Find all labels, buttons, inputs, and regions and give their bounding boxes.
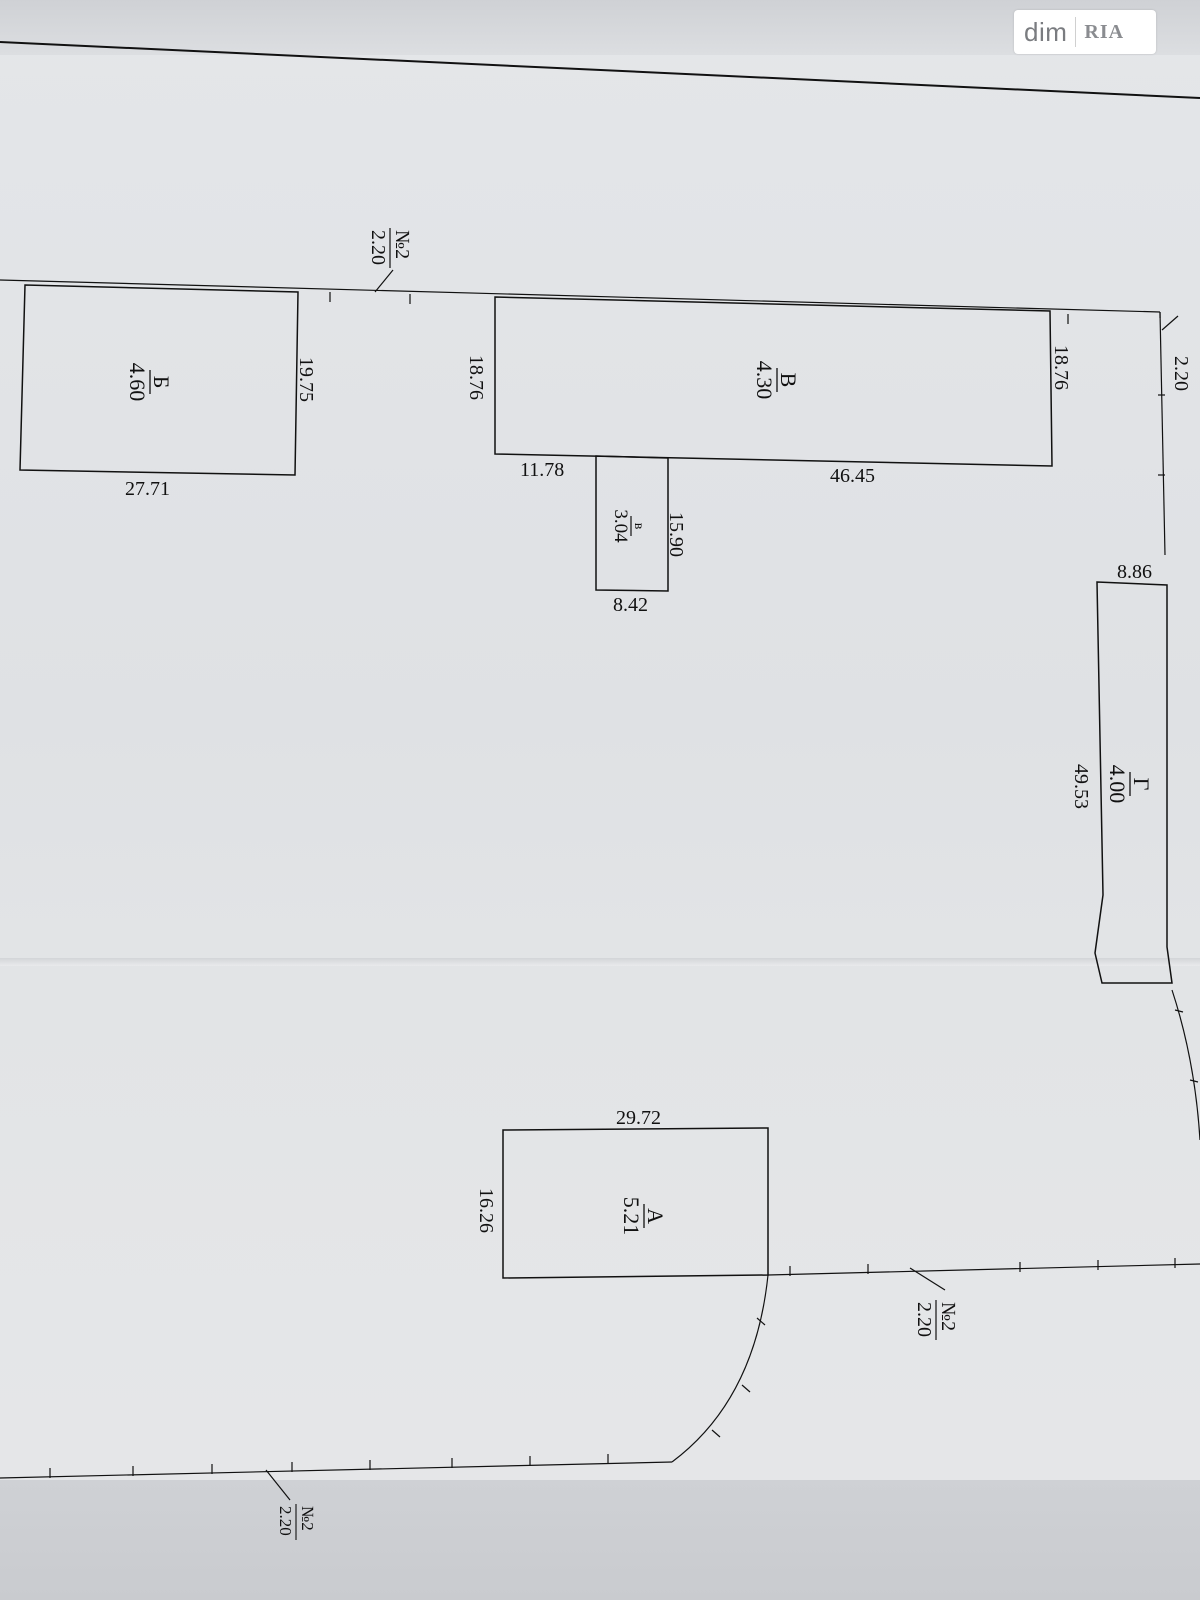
fence-label-2-height: 2.20 <box>1170 356 1192 391</box>
fence-label-1: №2 2.20 <box>367 228 413 268</box>
annex-v-dim-width: 8.42 <box>613 594 648 616</box>
watermark-dim-text: dim <box>1024 16 1068 47</box>
fence-label-4-height: 2.20 <box>276 1506 295 1536</box>
building-g-height: 4.00 <box>1105 765 1130 804</box>
fence-label-1-height: 2.20 <box>367 230 389 265</box>
building-g-dim-width: 8.86 <box>1117 561 1152 583</box>
building-b-outline <box>19 284 299 476</box>
paper-fold <box>0 958 1200 966</box>
fence-top <box>0 269 1179 556</box>
annex-v-height: 3.04 <box>610 509 631 543</box>
dim-ria-watermark: dim RIA <box>1014 10 1156 54</box>
annex-v-outline <box>595 455 669 592</box>
building-b-label: Б 4.60 <box>125 363 174 402</box>
fence-label-3: №2 2.20 <box>913 1300 959 1340</box>
building-b-letter: Б <box>149 376 174 389</box>
annex-v-letter: в <box>631 523 646 530</box>
building-g-letter: Г <box>1129 778 1154 791</box>
building-v-letter: В <box>776 373 801 388</box>
fence-label-2: 2.20 <box>1170 356 1192 391</box>
building-v-label: В 4.30 <box>752 361 801 400</box>
annex-v-dim-length: 15.90 <box>665 512 687 557</box>
building-v-dim-length: 46.45 <box>830 465 875 487</box>
paper-bottom-edge <box>0 1480 1200 1600</box>
building-g-label: Г 4.00 <box>1105 765 1154 804</box>
fence-label-4-number: №2 <box>298 1506 317 1531</box>
building-b-dim-width: 19.75 <box>295 357 317 402</box>
fence-label-4: №2 2.20 <box>276 1504 317 1540</box>
building-a-dim-length: 29.72 <box>616 1107 661 1129</box>
building-a-letter: А <box>643 1208 668 1224</box>
fence-label-1-number: №2 <box>391 230 413 259</box>
watermark-separator <box>1075 17 1077 47</box>
ria-logo-icon: RIA <box>1084 20 1125 43</box>
building-g-outline <box>1094 581 1173 984</box>
building-b-dim-length: 27.71 <box>125 478 170 500</box>
sheet-border <box>0 41 1200 99</box>
building-v-dim-offset: 11.78 <box>520 459 564 481</box>
fence-label-3-height: 2.20 <box>913 1302 935 1337</box>
building-v-dim-left: 18.76 <box>465 355 487 400</box>
building-a-dim-width: 16.26 <box>475 1188 497 1233</box>
fence-label-3-number: №2 <box>937 1302 959 1331</box>
building-a-outline <box>502 1127 769 1279</box>
annex-v-label: в 3.04 <box>610 509 646 543</box>
building-a-label: А 5.21 <box>619 1197 668 1236</box>
fence-right <box>671 989 1200 1463</box>
building-g-dim-length: 49.53 <box>1070 764 1092 809</box>
paper-top-shadow <box>0 0 1200 55</box>
fence-bottom <box>0 1454 673 1501</box>
building-a-height: 5.21 <box>619 1197 644 1236</box>
building-v-height: 4.30 <box>752 361 777 400</box>
building-b-height: 4.60 <box>125 363 150 402</box>
building-v-outline <box>494 296 1053 467</box>
building-v-dim-right: 18.76 <box>1050 345 1072 390</box>
